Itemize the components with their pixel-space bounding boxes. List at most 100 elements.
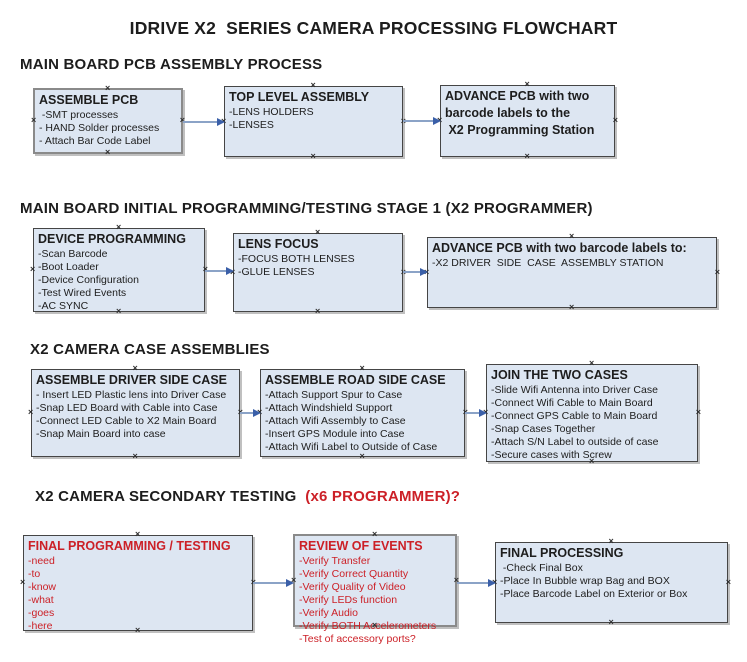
- box-item: -Verify BOTH Accelerometers: [299, 620, 437, 632]
- connection-x-icon: ×: [132, 451, 138, 461]
- connection-x-icon: ×: [608, 617, 614, 627]
- box-item: - Attach Bar Code Label: [39, 135, 151, 147]
- flow-box-final-processing: FINAL PROCESSING -Check Final Box-Place …: [492, 537, 731, 627]
- box-item: -Attach Wifi Assembly to Case: [265, 415, 406, 427]
- box-item: -Test of accessory ports?: [299, 633, 416, 645]
- box-item: -to: [28, 568, 41, 580]
- box-item: - HAND Solder processes: [39, 122, 160, 134]
- box-item: -Verify Transfer: [299, 555, 371, 567]
- section-heading: X2 CAMERA SECONDARY TESTING (x6 PROGRAMM…: [35, 488, 460, 505]
- flow-box-assemble-pcb: ASSEMBLE PCB -SMT processes- HAND Solder…: [31, 84, 185, 157]
- flow-box-advance-pcb-to-driver-side-station: ADVANCE PCB with two barcode labels to:-…: [424, 232, 720, 312]
- box-item: -here: [28, 620, 53, 632]
- flow-arrow: [403, 267, 428, 277]
- box-item: -Connect GPS Cable to Main Board: [491, 410, 658, 422]
- arrow-line: [465, 412, 481, 414]
- box-item: -Slide Wifi Antenna into Driver Case: [491, 384, 658, 396]
- box-item: -Attach Windshield Support: [265, 402, 393, 414]
- page-title: IDRIVE X2 SERIES CAMERA PROCESSING FLOWC…: [129, 18, 618, 38]
- box-title: ASSEMBLE PCB: [39, 93, 139, 107]
- box-item: -Snap Main Board into case: [36, 428, 166, 440]
- box-title: REVIEW OF EVENTS: [299, 539, 423, 553]
- flow-arrow: [465, 408, 487, 418]
- section-heading-part: X2 CAMERA SECONDARY TESTING: [35, 488, 301, 505]
- box-item: -Connect Wifi Cable to Main Board: [491, 397, 653, 409]
- arrow-line: [183, 121, 219, 123]
- connection-x-icon: ×: [28, 407, 34, 417]
- box-item: -Attach Support Spur to Case: [265, 389, 403, 401]
- box-item: -LENSES: [229, 119, 274, 131]
- box-item: -LENS HOLDERS: [229, 106, 314, 118]
- box-item: -Insert GPS Module into Case: [265, 428, 405, 440]
- box-title: ASSEMBLE ROAD SIDE CASE: [265, 373, 446, 387]
- section-heading: MAIN BOARD PCB ASSEMBLY PROCESS: [20, 56, 322, 73]
- box-item: -Verify LEDs function: [299, 594, 398, 606]
- box-item: -goes: [28, 607, 55, 619]
- box-item: -Scan Barcode: [38, 248, 108, 260]
- arrowhead-icon: [488, 578, 496, 587]
- connection-x-icon: ×: [31, 115, 37, 125]
- box-item: -SMT processes: [39, 109, 119, 121]
- arrowhead-icon: [226, 266, 234, 275]
- connection-x-icon: ×: [524, 151, 530, 161]
- flow-box-lens-focus: LENS FOCUS-FOCUS BOTH LENSES-GLUE LENSES…: [230, 228, 406, 316]
- box-item: -Attach Wifi Label to Outside of Case: [265, 441, 438, 453]
- section-heading: X2 CAMERA CASE ASSEMBLIES: [30, 341, 270, 358]
- box-item: -what: [28, 594, 54, 606]
- section-heading-part: X2 CAMERA CASE ASSEMBLIES: [30, 341, 270, 358]
- flow-box-top-level-assembly: TOP LEVEL ASSEMBLY-LENS HOLDERS-LENSES××…: [221, 81, 406, 161]
- section-heading-part: (x6 PROGRAMMER)?: [300, 488, 461, 505]
- arrow-line: [253, 582, 288, 584]
- box-item: -Snap Cases Together: [491, 423, 596, 435]
- flow-box-review-of-events: REVIEW OF EVENTS-Verify Transfer-Verify …: [291, 530, 459, 646]
- box-item: -Verify Audio: [299, 607, 358, 619]
- flow-box-assemble-road-side-case: ASSEMBLE ROAD SIDE CASE -Attach Support S…: [257, 364, 468, 461]
- box-item: -need: [28, 555, 55, 567]
- arrow-line: [240, 412, 255, 414]
- box-title: FINAL PROGRAMMING / TESTING: [28, 539, 231, 553]
- flow-arrow: [205, 266, 234, 276]
- flow-box-assemble-driver-side-case: ASSEMBLE DRIVER SIDE CASE- Insert LED Pl…: [28, 364, 243, 461]
- connection-x-icon: ×: [315, 306, 321, 316]
- box-item: -know: [28, 581, 57, 593]
- box-item: -Boot Loader: [38, 261, 99, 273]
- box-item: -Place Barcode Label on Exterior or Box: [500, 588, 688, 600]
- section-heading-part: MAIN BOARD INITIAL PROGRAMMING/TESTING S…: [20, 200, 593, 217]
- arrow-line: [403, 120, 435, 122]
- section-heading: MAIN BOARD INITIAL PROGRAMMING/TESTING S…: [20, 200, 593, 217]
- box-item: -Snap LED Board with Cable into Case: [36, 402, 218, 414]
- box-title: FINAL PROCESSING: [500, 546, 624, 560]
- box-title: JOIN THE TWO CASES: [491, 368, 628, 382]
- flow-box-advance-pcb-to-programming-station: ADVANCE PCB with two barcode labels to th…: [437, 80, 618, 161]
- box-item: -FOCUS BOTH LENSES: [238, 253, 355, 265]
- connection-x-icon: ×: [30, 264, 36, 274]
- box-item: -Verify Correct Quantity: [299, 568, 409, 580]
- box-item: X2 Programming Station: [445, 123, 595, 137]
- flow-arrow: [183, 117, 225, 127]
- arrowhead-icon: [479, 408, 487, 417]
- box-item: barcode labels to the: [445, 106, 571, 120]
- flow-arrow: [403, 116, 441, 126]
- flow-arrow: [253, 578, 294, 588]
- arrowhead-icon: [217, 117, 225, 126]
- box-title: ADVANCE PCB with two: [445, 89, 590, 103]
- box-item: -AC SYNC: [38, 300, 89, 312]
- flow-arrow: [240, 408, 261, 418]
- arrowhead-icon: [433, 116, 441, 125]
- arrow-line: [403, 271, 422, 273]
- box-title: DEVICE PROGRAMMING: [38, 232, 186, 246]
- section-heading-part: MAIN BOARD PCB ASSEMBLY PROCESS: [20, 56, 323, 73]
- box-title: ADVANCE PCB with two barcode labels to:: [432, 241, 687, 255]
- arrowhead-icon: [253, 408, 261, 417]
- connection-x-icon: ×: [310, 151, 316, 161]
- arrowhead-icon: [420, 267, 428, 276]
- box-item: -Device Configuration: [38, 274, 139, 286]
- flow-arrow: [457, 578, 496, 588]
- box-title: ASSEMBLE DRIVER SIDE CASE: [36, 373, 228, 387]
- box-item: -Test Wired Events: [38, 287, 127, 299]
- box-title: LENS FOCUS: [238, 237, 319, 251]
- connection-x-icon: ×: [569, 302, 575, 312]
- arrow-line: [205, 270, 228, 272]
- box-title: TOP LEVEL ASSEMBLY: [229, 90, 370, 104]
